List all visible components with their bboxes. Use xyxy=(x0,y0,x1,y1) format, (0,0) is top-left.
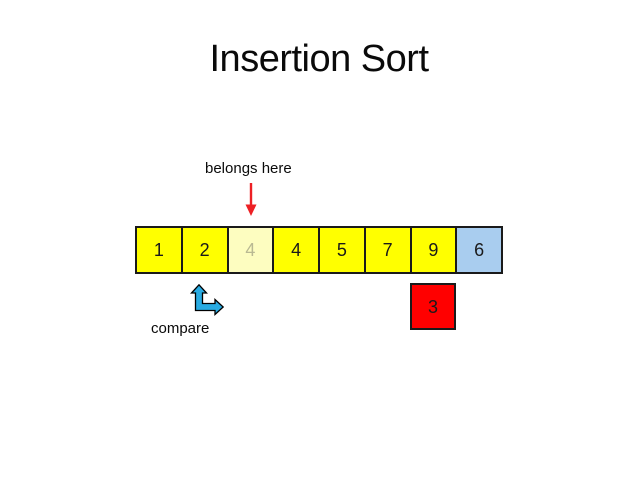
array-cell: 1 xyxy=(137,228,181,272)
array-cell: 4 xyxy=(228,228,273,272)
array-cell: 6 xyxy=(457,228,501,272)
bent-arrow-icon xyxy=(190,284,224,316)
array-cell: 7 xyxy=(365,228,410,272)
array-cell: 5 xyxy=(320,228,364,272)
compare-label: compare xyxy=(151,320,210,337)
array-cell: 2 xyxy=(182,228,227,272)
moving-value-cell: 3 xyxy=(410,283,456,330)
slide-title: Insertion Sort xyxy=(209,38,430,80)
array-cell: 9 xyxy=(411,228,456,272)
down-arrow-icon xyxy=(245,183,257,216)
moving-value-text: 3 xyxy=(427,296,438,317)
array-cell: 4 xyxy=(274,228,318,272)
belongs-here-label: belongs here xyxy=(205,160,292,177)
